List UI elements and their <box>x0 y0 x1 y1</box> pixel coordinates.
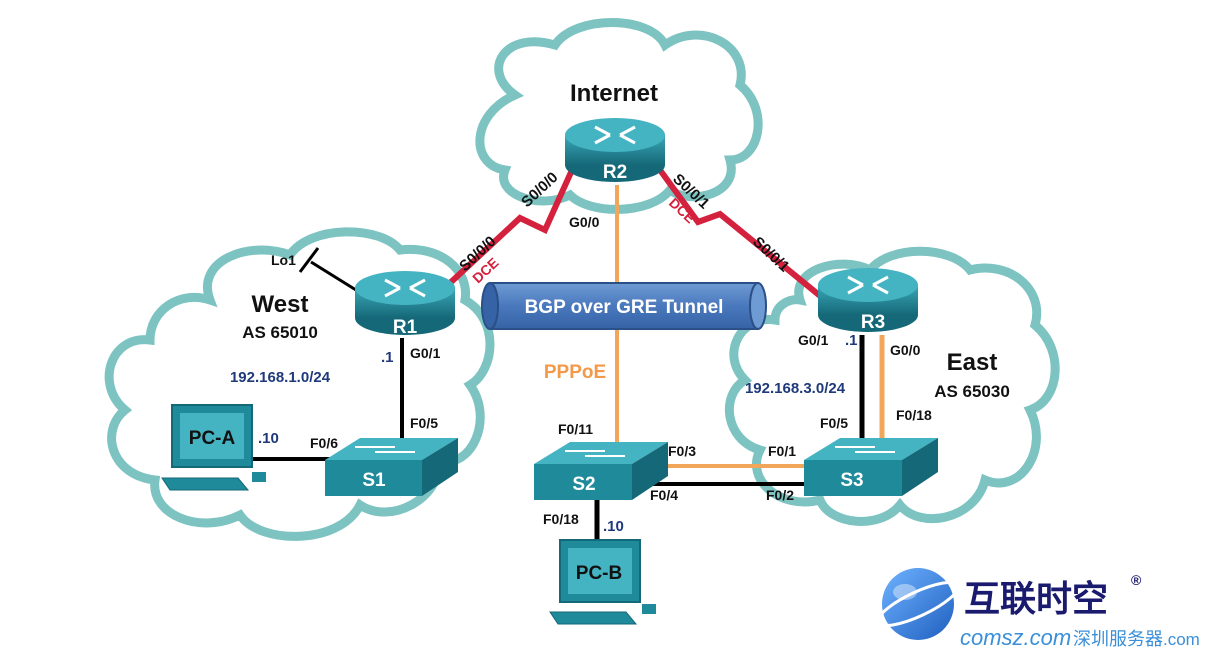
globe-icon <box>876 568 960 640</box>
s2-f018-label: F0/18 <box>543 511 579 527</box>
s2-f03-label: F0/3 <box>668 443 696 459</box>
watermark-brand: 互联时空 <box>964 578 1108 619</box>
router-r1[interactable]: R1 <box>355 271 455 338</box>
west-network-label: 192.168.1.0/24 <box>230 369 331 386</box>
s2-f011-label: F0/11 <box>558 421 593 437</box>
r1-host-label: .1 <box>381 349 394 366</box>
r3-g00-label: G0/0 <box>890 342 921 358</box>
switch-arrows-icon <box>835 446 895 453</box>
east-cloud <box>725 246 1060 526</box>
switch-s1[interactable]: S1 <box>325 438 458 496</box>
west-label: West <box>252 291 309 318</box>
s1-f06-label: F0/6 <box>310 435 338 451</box>
pcb-host-label: .10 <box>603 518 624 535</box>
east-label: East <box>947 349 998 376</box>
internet-label: Internet <box>570 80 658 107</box>
gre-tunnel: BGP over GRE Tunnel <box>481 282 767 330</box>
r1-g01-label: G0/1 <box>410 345 441 361</box>
s3-f018-label: F0/18 <box>896 407 932 423</box>
serial-link-r2-r3 <box>657 168 832 307</box>
east-as-label: AS 65030 <box>934 382 1010 401</box>
switch-s1-label: S1 <box>362 470 386 491</box>
r2-g00-label: G0/0 <box>569 214 600 230</box>
r1-lo1-label: Lo1 <box>271 252 296 268</box>
west-as-label: AS 65010 <box>242 323 318 342</box>
watermark-sub-domain: .com <box>1163 630 1200 649</box>
s1-f05-label: F0/5 <box>410 415 438 431</box>
s3-f02-label: F0/2 <box>766 487 794 503</box>
r3-g01-label: G0/1 <box>798 332 829 348</box>
switch-s2[interactable]: S2 <box>534 442 668 500</box>
loopback-line <box>310 260 357 292</box>
east-network-label: 192.168.3.0/24 <box>745 380 846 397</box>
switch-arrows-icon <box>565 450 625 457</box>
pppoe-label: PPPoE <box>544 362 606 383</box>
s3-f05-label: F0/5 <box>820 415 848 431</box>
s2-f04-label: F0/4 <box>650 487 678 503</box>
pca-host-label: .10 <box>258 430 279 447</box>
router-r2[interactable]: R2 <box>565 118 665 183</box>
switch-s3[interactable]: S3 <box>804 438 938 496</box>
internet-cloud <box>475 18 763 214</box>
router-arrows-icon <box>384 278 426 298</box>
router-arrows-icon <box>594 125 636 145</box>
router-r2-label: R2 <box>603 162 627 183</box>
west-cloud <box>104 227 495 541</box>
pc-b[interactable]: PC-B <box>549 539 656 625</box>
router-r1-label: R1 <box>393 317 418 338</box>
loopback-cap <box>298 247 320 273</box>
pc-a[interactable]: PC-A <box>161 404 266 491</box>
r3-host-label: .1 <box>845 332 858 349</box>
switch-s3-label: S3 <box>840 470 863 491</box>
r3-s001-label: S0/0/1 <box>749 233 792 275</box>
s3-f01-label: F0/1 <box>768 443 796 459</box>
router-arrows-icon <box>847 275 889 295</box>
switch-arrows-icon <box>355 446 415 453</box>
watermark-site: comsz.com <box>960 625 1071 650</box>
pc-b-label: PC-B <box>576 563 622 584</box>
router-r3-label: R3 <box>861 312 885 333</box>
serial-link-r1-r2 <box>447 168 575 286</box>
router-r3[interactable]: R3 <box>818 268 918 333</box>
watermark-reg: ® <box>1131 572 1142 588</box>
watermark-sub: 深圳服务器 <box>1073 629 1163 649</box>
pc-a-label: PC-A <box>189 428 236 449</box>
tunnel-label: BGP over GRE Tunnel <box>525 297 724 318</box>
watermark-logo: 互联时空 ® comsz.com 深圳服务器 .com <box>876 568 1200 650</box>
switch-s2-label: S2 <box>572 474 595 495</box>
